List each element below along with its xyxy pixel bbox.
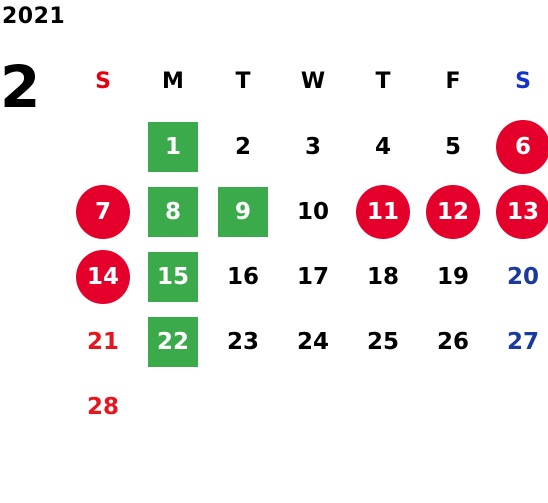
day-cell: 7	[68, 179, 138, 244]
day-cell	[278, 374, 348, 439]
day-number: 16	[226, 263, 259, 290]
weekday-label: W	[300, 68, 326, 94]
weekday-label: S	[95, 68, 111, 94]
day-number: 19	[436, 263, 469, 290]
day-cell: 20	[488, 244, 548, 309]
day-number: 7	[76, 184, 130, 239]
day-cell: 12	[418, 179, 488, 244]
day-cell: 28	[68, 374, 138, 439]
day-number: 1	[148, 121, 198, 172]
day-cell: 13	[488, 179, 548, 244]
day-cell: 1	[138, 114, 208, 179]
day-cell: 15	[138, 244, 208, 309]
weekday-header: S	[68, 49, 138, 114]
year-label: 2021	[2, 4, 66, 29]
day-number: 23	[226, 328, 259, 355]
week-row: 7 8 9 10 11 12 13	[68, 179, 548, 244]
day-number: 20	[506, 263, 539, 290]
day-number: 15	[148, 251, 198, 302]
day-cell	[138, 374, 208, 439]
day-cell: 26	[418, 309, 488, 374]
day-number: 10	[296, 198, 329, 225]
month-number: 2	[0, 53, 41, 121]
day-number: 5	[444, 133, 461, 160]
day-number: 18	[366, 263, 399, 290]
day-number: 9	[218, 186, 268, 237]
weekday-header: S	[488, 49, 548, 114]
weekday-label: M	[162, 68, 184, 94]
day-cell: 25	[348, 309, 418, 374]
day-cell	[488, 374, 548, 439]
weekday-label: F	[445, 68, 461, 94]
day-number: 22	[148, 316, 198, 367]
weekday-header: M	[138, 49, 208, 114]
week-row: 14 15 16 17 18 19 20	[68, 244, 548, 309]
weekday-header: F	[418, 49, 488, 114]
day-number: 27	[506, 328, 539, 355]
day-cell: 8	[138, 179, 208, 244]
calendar-grid: S M T W T F S 1 2 3 4 5 6 7 8 9 10 11 12…	[68, 48, 548, 439]
day-number: 2	[234, 133, 251, 160]
day-number: 8	[148, 186, 198, 237]
day-number: 12	[426, 184, 480, 239]
week-row: 28	[68, 374, 548, 439]
weekday-label: T	[235, 68, 251, 94]
day-number: 14	[76, 249, 130, 304]
weekday-header: T	[208, 49, 278, 114]
day-number: 4	[374, 133, 391, 160]
day-cell	[68, 114, 138, 179]
day-number: 13	[496, 184, 548, 239]
day-cell: 10	[278, 179, 348, 244]
day-number: 3	[304, 133, 321, 160]
day-cell: 3	[278, 114, 348, 179]
weekday-label: S	[515, 68, 531, 94]
weekday-header: T	[348, 49, 418, 114]
day-cell	[208, 374, 278, 439]
day-cell: 24	[278, 309, 348, 374]
day-cell: 21	[68, 309, 138, 374]
day-cell: 27	[488, 309, 548, 374]
day-cell: 17	[278, 244, 348, 309]
day-cell	[418, 374, 488, 439]
day-cell: 18	[348, 244, 418, 309]
weekday-label: T	[375, 68, 391, 94]
day-cell: 14	[68, 244, 138, 309]
day-cell: 11	[348, 179, 418, 244]
day-cell: 23	[208, 309, 278, 374]
day-cell	[348, 374, 418, 439]
day-number: 26	[436, 328, 469, 355]
day-number: 6	[496, 119, 548, 174]
day-number: 25	[366, 328, 399, 355]
week-row: 1 2 3 4 5 6	[68, 114, 548, 179]
day-cell: 5	[418, 114, 488, 179]
day-cell: 16	[208, 244, 278, 309]
day-cell: 22	[138, 309, 208, 374]
day-number: 21	[86, 328, 119, 355]
day-cell: 2	[208, 114, 278, 179]
week-row: 21 22 23 24 25 26 27	[68, 309, 548, 374]
day-cell: 6	[488, 114, 548, 179]
day-cell: 9	[208, 179, 278, 244]
day-number: 17	[296, 263, 329, 290]
weekday-header-row: S M T W T F S	[68, 48, 548, 114]
day-number: 28	[86, 393, 119, 420]
day-number: 24	[296, 328, 329, 355]
day-cell: 19	[418, 244, 488, 309]
day-cell: 4	[348, 114, 418, 179]
day-number: 11	[356, 184, 410, 239]
weekday-header: W	[278, 49, 348, 114]
